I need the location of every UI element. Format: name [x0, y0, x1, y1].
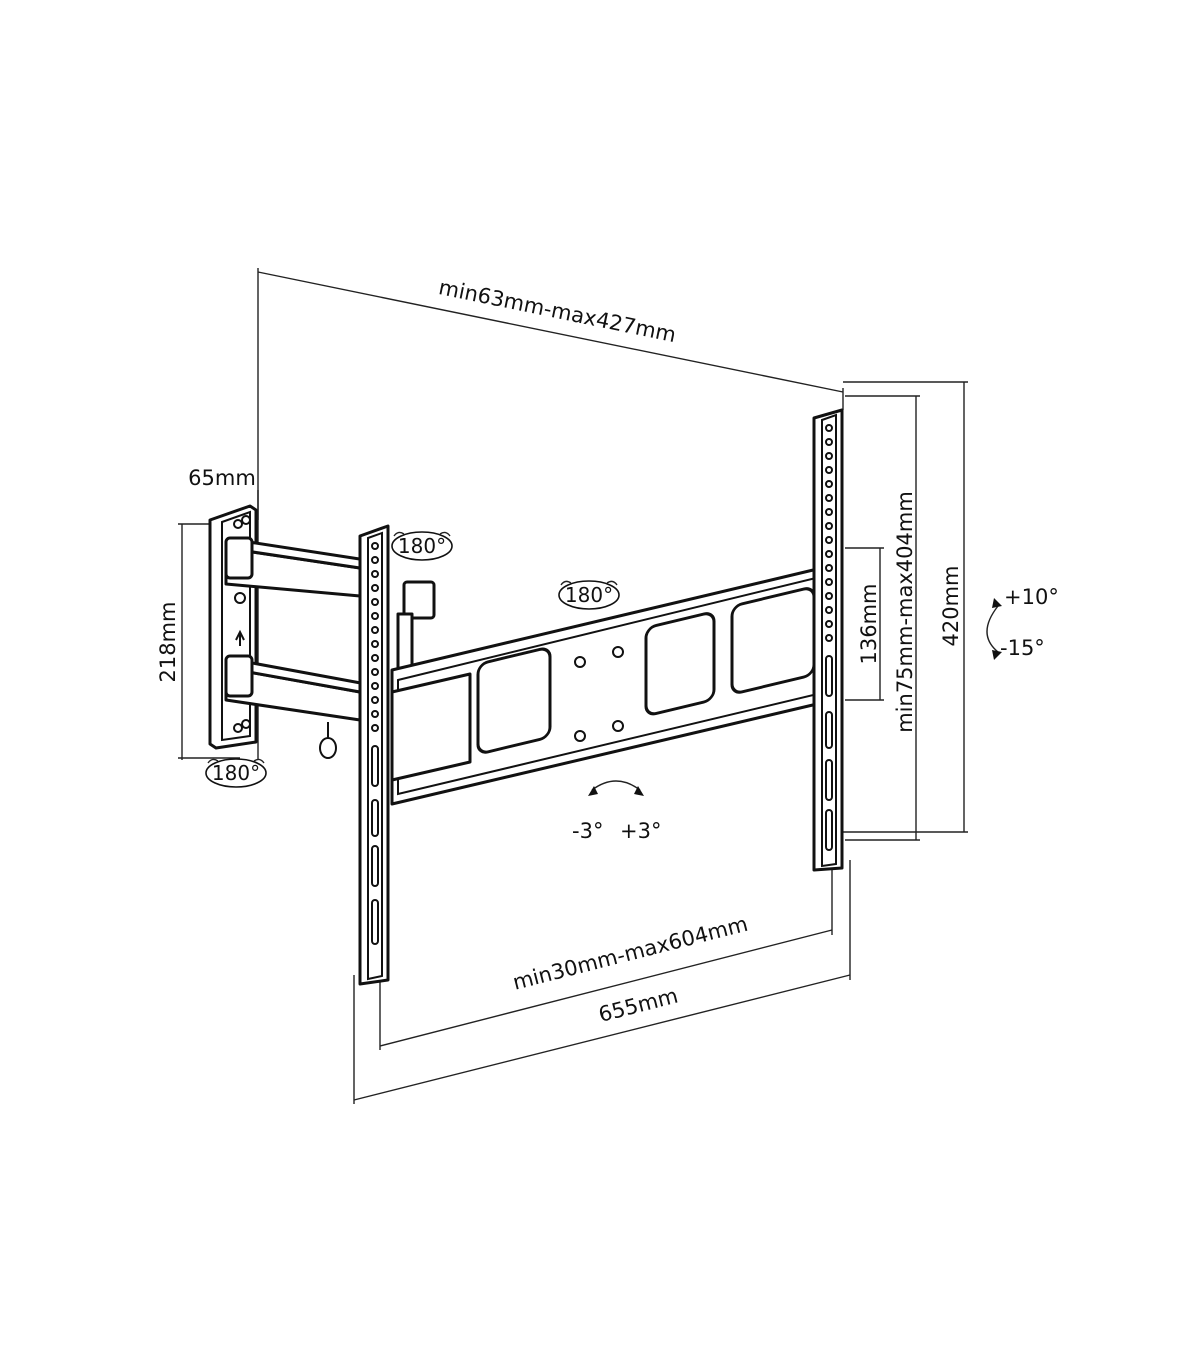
rail-hole	[825, 466, 833, 474]
rail-hole	[825, 424, 833, 432]
hole-spacing-vertical-label: min75mm-max404mm	[893, 491, 917, 733]
rail-hole	[371, 696, 379, 704]
top-depth-label: min63mm-max427mm	[437, 275, 678, 347]
bracket-swivel-label: 180°	[565, 583, 613, 607]
rail-hole	[371, 584, 379, 592]
rail-hole	[825, 494, 833, 502]
rail-hole	[825, 550, 833, 558]
bracket-swivel-badge: 180°	[558, 580, 620, 610]
rail-hole	[825, 522, 833, 530]
rail-hole	[371, 710, 379, 718]
tilt-up-label: +10°	[1004, 585, 1059, 609]
rail-slot	[825, 711, 833, 749]
rail-hole	[371, 542, 379, 550]
rail-slot	[825, 759, 833, 801]
rail-slot	[371, 799, 379, 837]
tilt-down-label: -15°	[1000, 636, 1045, 660]
rail-hole	[825, 438, 833, 446]
rail-hole	[825, 634, 833, 642]
bracket-height-label: 420mm	[939, 566, 963, 647]
rail-hole	[825, 620, 833, 628]
dimension-lines	[178, 268, 968, 1104]
rail-hole	[371, 626, 379, 634]
level-left-arrow-icon	[588, 786, 598, 796]
wall-swivel-badge: 180°	[205, 758, 267, 788]
rail-hole	[371, 668, 379, 676]
rail-hole	[825, 578, 833, 586]
tilt-down-arrow-icon	[992, 650, 1002, 660]
rail-hole	[371, 682, 379, 690]
rail-hole	[825, 606, 833, 614]
rail-hole	[825, 536, 833, 544]
rail-hole	[371, 640, 379, 648]
tilt-up-arrow-icon	[992, 598, 1002, 608]
tilt-indicator: +10° -15°	[986, 585, 1059, 660]
rail-hole	[371, 556, 379, 564]
level-right-arrow-icon	[634, 786, 644, 796]
rail-hole	[371, 654, 379, 662]
rail-slot	[825, 809, 833, 851]
level-left-label: -3°	[572, 819, 603, 843]
rail-hole	[825, 480, 833, 488]
center-height-label: 136mm	[857, 584, 881, 665]
rail-hole	[825, 508, 833, 516]
wall-plate-depth-label: 65mm	[188, 466, 256, 490]
wall-swivel-label: 180°	[212, 761, 260, 785]
rail-hole	[371, 598, 379, 606]
rail-hole	[371, 612, 379, 620]
rail-hole	[371, 724, 379, 732]
rail-hole	[825, 564, 833, 572]
rail-hole	[825, 452, 833, 460]
rail-slot	[825, 655, 833, 697]
rail-hole	[371, 570, 379, 578]
rail-slot	[371, 899, 379, 945]
wall-plate-height-label: 218mm	[156, 602, 180, 683]
rail-hole	[825, 592, 833, 600]
rail-slot	[371, 845, 379, 887]
rail-holes	[371, 424, 833, 945]
level-indicator: -3° +3°	[572, 780, 661, 843]
level-right-label: +3°	[620, 819, 661, 843]
arm-swivel-badge: 180°	[391, 531, 453, 561]
arm-swivel-label: 180°	[398, 534, 446, 558]
rail-slot	[371, 745, 379, 787]
